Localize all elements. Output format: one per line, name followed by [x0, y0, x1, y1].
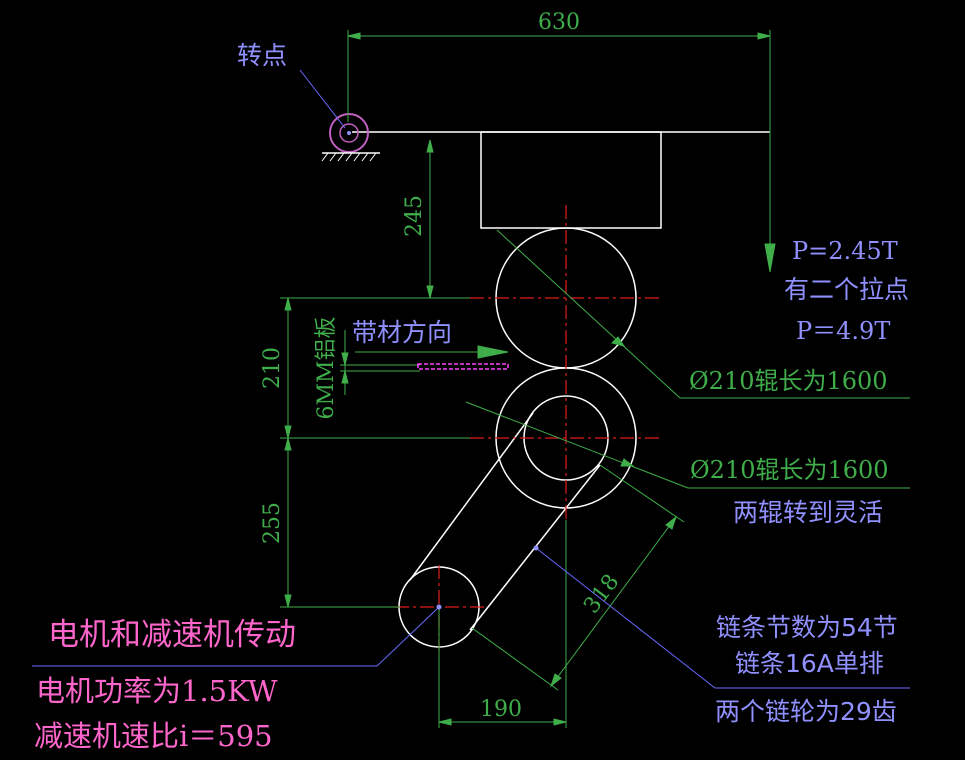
label-motor-power: 电机功率为1.5KW	[36, 674, 278, 708]
pivot-hatching	[321, 152, 377, 162]
dimension-630: 630	[538, 10, 580, 35]
pivot-inner-ring	[339, 123, 359, 143]
label-reducer-ratio: 减速机速比i＝595	[34, 719, 273, 753]
label-pivot: 转点	[237, 41, 287, 70]
dimension-lines	[280, 30, 910, 728]
pivot-leader	[299, 69, 346, 129]
motor-leader	[376, 607, 439, 667]
dimension-318: 318	[579, 570, 624, 619]
dimension-210: 210	[260, 347, 285, 389]
label-force-2: P＝4.9T	[796, 317, 890, 345]
pivot-center	[347, 131, 351, 135]
hanging-block	[480, 131, 662, 229]
label-plate: 6MM铝板	[314, 316, 339, 419]
label-pull-points: 有二个拉点	[784, 275, 909, 304]
dimension-190: 190	[480, 697, 522, 722]
dimension-255: 255	[260, 502, 285, 544]
label-sprockets: 两个链轮为29齿	[715, 697, 897, 726]
dimension-245: 245	[402, 195, 427, 237]
label-roll-upper: Ø210辊长为1600	[689, 367, 888, 395]
pivot-outer-ring	[329, 113, 369, 153]
pivot-symbol	[321, 113, 380, 162]
sprocket-center-dot	[436, 604, 442, 610]
label-strip-direction: 带材方向	[352, 318, 452, 347]
label-chain-links: 链条节数为54节	[716, 613, 898, 642]
label-rolls-rotate: 两辊转到灵活	[733, 498, 883, 527]
chain-upper-strand	[409, 412, 534, 581]
label-motor-drive: 电机和减速机传动	[48, 617, 296, 653]
label-roll-lower: Ø210辊长为1600	[690, 456, 889, 484]
label-force-1: P=2.45T	[792, 237, 898, 265]
note-leaders	[32, 69, 910, 689]
label-chain-type: 链条16A单排	[735, 649, 884, 678]
chain-leader	[535, 547, 716, 689]
aluminum-plate	[417, 363, 509, 370]
chain-leader-dot	[533, 545, 539, 551]
